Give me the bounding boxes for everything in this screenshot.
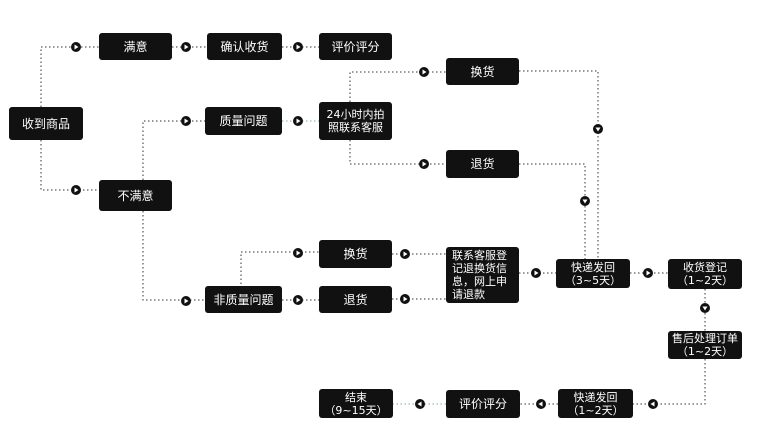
marker-return-top (419, 159, 429, 169)
link-branch-vertical (240, 251, 319, 288)
marker-exchange-bottom (293, 248, 303, 258)
marker-exchange-top (419, 67, 429, 77)
link-aftersales-shipout (633, 359, 706, 405)
node-ship-out: 快递发回 （1~2天） (558, 389, 633, 418)
node-return-top: 退货 (446, 150, 519, 178)
marker-aftersales (700, 303, 710, 313)
marker-nonquality (181, 296, 191, 306)
link-unsatisfied-quality (142, 120, 205, 180)
marker-shipback (531, 268, 541, 278)
node-confirm-receipt: 确认收货 (207, 33, 282, 60)
marker-return-contact (400, 294, 410, 304)
marker-review-top (293, 42, 303, 52)
node-contact-service: 联系客服登 记退换货信 息，网上申 请退款 (446, 247, 519, 303)
node-end: 结束 （9~15天） (319, 389, 393, 418)
node-review-top: 评价评分 (319, 33, 392, 60)
marker-quality (181, 116, 191, 126)
node-contact-24h: 24小时内拍 照联系客服 (319, 102, 392, 140)
marker-unsatisfied (71, 185, 81, 195)
marker-contact24 (293, 116, 303, 126)
node-quality-issue: 质量问题 (205, 107, 282, 135)
link-received-unsatisfied (40, 140, 99, 191)
node-satisfied: 满意 (99, 33, 172, 60)
marker-end (415, 399, 425, 409)
node-register: 收货登记 （1~2天） (668, 259, 742, 289)
node-unsatisfied: 不满意 (99, 180, 172, 211)
node-ship-back: 快递发回 （3~5天） (556, 259, 630, 288)
link-received-satisfied (40, 46, 99, 107)
marker-register (643, 268, 653, 278)
marker-return-down (580, 196, 590, 206)
marker-satisfied (71, 42, 81, 52)
node-return-bottom: 退货 (319, 286, 392, 313)
marker-confirm (181, 42, 191, 52)
marker-exchange-contact (400, 249, 410, 259)
link-unsatisfied-nonquality (142, 211, 205, 301)
marker-review-bottom (536, 399, 546, 409)
marker-return-bottom (293, 295, 303, 305)
node-review-bottom: 评价评分 (446, 390, 520, 418)
marker-shipout (648, 399, 658, 409)
node-received: 收到商品 (9, 107, 83, 140)
link-contact-return (349, 140, 446, 165)
link-contact-exchange (349, 71, 446, 102)
node-exchange-bottom: 换货 (319, 240, 392, 268)
link-exchange-shipback (519, 70, 599, 259)
marker-exchange-down (593, 124, 603, 134)
node-after-sales: 售后处理订单 （1~2天） (668, 331, 742, 359)
link-return-shipback (519, 163, 586, 259)
node-non-quality: 非质量问题 (205, 286, 282, 313)
node-exchange-top: 换货 (446, 58, 519, 85)
